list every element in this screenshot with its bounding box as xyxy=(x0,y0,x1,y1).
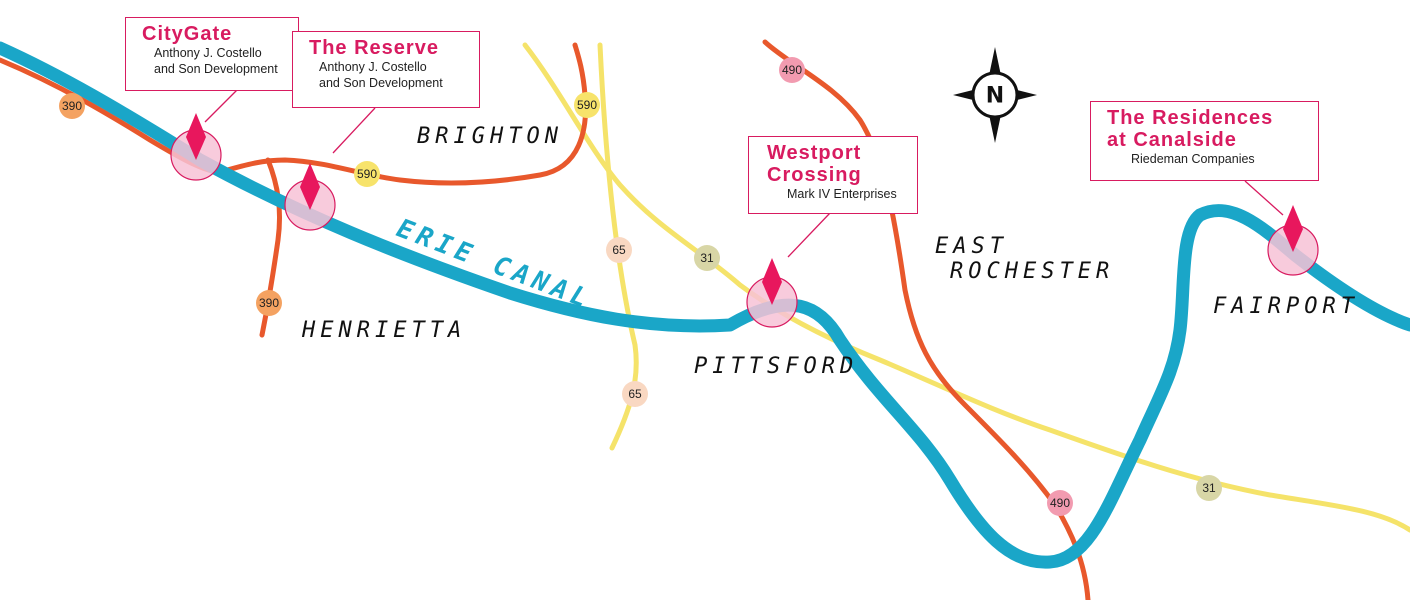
route-shield: 31 xyxy=(694,245,720,271)
connector-citygate xyxy=(204,89,238,123)
svg-text:65: 65 xyxy=(628,387,642,401)
route-shield: 31 xyxy=(1196,475,1222,501)
developer-name: Riedeman Companies xyxy=(1131,152,1255,166)
town-label-fairport: FAIRPORT xyxy=(1213,294,1359,319)
route-shield: 590 xyxy=(574,92,600,118)
erie-canal xyxy=(0,41,1410,569)
development-name: The Reserve xyxy=(309,37,439,59)
route-shield: 390 xyxy=(256,290,282,316)
highway-590-north xyxy=(522,42,1410,533)
callout-citygate[interactable]: CityGate Anthony J. Costello and Son Dev… xyxy=(125,17,299,91)
highway-490 xyxy=(762,39,1091,600)
marker-westport-crossing[interactable] xyxy=(746,258,798,328)
route-shield: 490 xyxy=(779,57,805,83)
marker-citygate[interactable] xyxy=(170,113,222,181)
compass-letter: N xyxy=(986,84,1004,109)
svg-text:590: 590 xyxy=(357,167,377,181)
highway-390 xyxy=(0,42,589,186)
route-shield: 490 xyxy=(1047,490,1073,516)
svg-text:65: 65 xyxy=(612,243,626,257)
development-name: CityGate xyxy=(142,23,233,45)
developer-name: Anthony J. Costello and Son Development xyxy=(154,46,278,76)
route-shield: 390 xyxy=(59,93,85,119)
svg-text:31: 31 xyxy=(1202,481,1216,495)
route-shield: 590 xyxy=(354,161,380,187)
town-label-pittsford: PITTSFORD xyxy=(694,354,858,379)
connector-canalside xyxy=(1244,180,1284,216)
developer-name: Anthony J. Costello and Son Development xyxy=(319,60,443,90)
development-name: The Residences at Canalside xyxy=(1107,107,1274,151)
svg-text:590: 590 xyxy=(577,98,597,112)
callout-westport-crossing[interactable]: Westport Crossing Mark IV Enterprises xyxy=(748,136,918,214)
callout-residences-canalside[interactable]: The Residences at Canalside Riedeman Com… xyxy=(1090,101,1319,181)
svg-text:390: 390 xyxy=(259,296,279,310)
svg-text:390: 390 xyxy=(62,99,82,113)
developer-name: Mark IV Enterprises xyxy=(787,187,897,201)
town-label-brighton: BRIGHTON xyxy=(417,124,563,149)
development-name: Westport Crossing xyxy=(767,142,862,186)
marker-residences-canalside[interactable] xyxy=(1267,205,1319,276)
town-label-east: EAST xyxy=(935,234,1008,259)
svg-text:490: 490 xyxy=(1050,496,1070,510)
connector-reserve xyxy=(332,107,376,154)
connector-westport xyxy=(787,212,831,258)
svg-text:31: 31 xyxy=(700,251,714,265)
marker-the-reserve[interactable] xyxy=(284,163,336,231)
town-label-henrietta: HENRIETTA xyxy=(301,318,466,343)
route-shield: 65 xyxy=(622,381,648,407)
route-shield: 65 xyxy=(606,237,632,263)
svg-text:490: 490 xyxy=(782,63,802,77)
callout-the-reserve[interactable]: The Reserve Anthony J. Costello and Son … xyxy=(292,31,480,108)
compass-rose-icon: N xyxy=(953,47,1037,143)
town-label-rochester: ROCHESTER xyxy=(950,259,1114,284)
